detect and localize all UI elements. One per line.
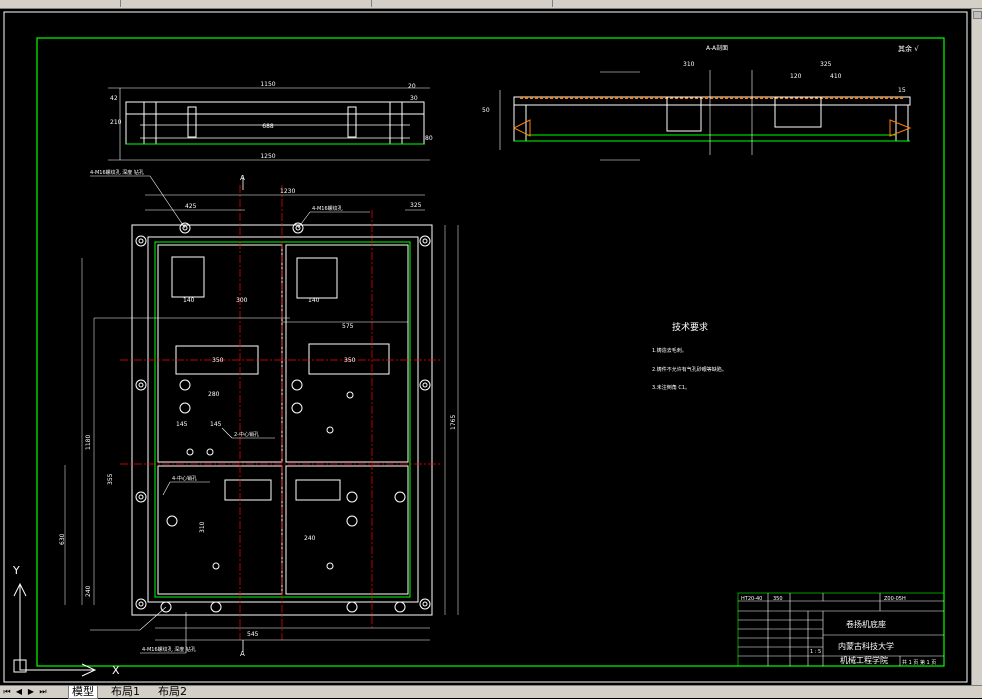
plan-dim-280: 280 [208,391,220,398]
section-dim-310: 310 [683,61,695,68]
plan-dim-145a: 145 [176,421,188,428]
plan-dim-300: 300 [236,297,248,304]
top-view [108,87,430,161]
plan-dim-240b: 240 [304,535,316,542]
tb-sheet: 共 1 页 第 1 页 [902,659,936,666]
next-tab-icon[interactable]: ▶ [27,687,35,696]
plan-dim-350b: 350 [344,357,356,364]
top-toolbar-strip [0,0,982,9]
plan-dim-325: 325 [410,202,422,209]
tab-model[interactable]: 模型 [68,686,98,699]
section-dim-325: 325 [820,61,832,68]
callout-2: 4-M16螺纹孔 [312,205,343,212]
plan-dim-140a: 140 [183,297,195,304]
callout-5: 4-M16螺纹孔 深度 钻孔 [142,646,196,653]
plan-dim-425: 425 [185,203,197,210]
plan-dim-140b: 140 [308,297,320,304]
top-dim-42: 42 [110,95,118,102]
tab-layout2[interactable]: 布局2 [158,685,187,698]
tb-school-1: 内蒙古科技大学 [838,641,894,651]
tab-layout1[interactable]: 布局1 [111,685,140,698]
section-mark-bottom: A [240,650,245,658]
tb-school-2: 机械工程学院 [840,655,888,665]
ucs-y-label: Y [12,564,20,577]
scroll-thumb[interactable] [973,11,982,19]
vertical-scrollbar[interactable] [971,9,982,685]
plan-dim-630: 630 [59,533,66,545]
roughness-note: 其余 √ [898,44,919,53]
callout-3: 2-中心销孔 [234,431,259,438]
plan-dim-545: 545 [247,631,259,638]
drawing-canvas[interactable]: 1150 1250 688 20 210 42 30 80 A-A剖面 325 … [0,9,982,685]
section-dim-15: 15 [898,87,906,94]
top-dim-210: 210 [110,119,122,126]
plan-dim-1230: 1230 [280,188,295,195]
toolbar-segment[interactable] [372,0,553,7]
plan-dim-350a: 350 [212,357,224,364]
ucs-icon [13,582,97,677]
section-mark-top: A [240,174,245,182]
drawing-frame [36,37,945,667]
tb-scale-ratio: 350 [773,596,783,602]
plan-dim-240: 240 [85,585,92,597]
plan-view [64,175,459,652]
layout-tabs-bar: ⏮ ◀ ▶ ⏭ 模型 布局1 布局2 [0,685,982,699]
tech-req-title: 技术要求 [672,321,708,333]
plan-dim-310: 310 [199,521,206,533]
toolbar-segment[interactable] [121,0,372,7]
ucs-x-label: X [112,664,120,677]
section-dim-410: 410 [830,73,842,80]
plan-dim-575: 575 [342,323,354,330]
tb-scale: 1 : 5 [810,649,821,655]
callout-4: 4-中心销孔 [172,475,197,482]
tb-part-name: 卷扬机底座 [846,619,886,629]
section-dim-120: 120 [790,73,802,80]
plan-dim-1180: 1180 [85,435,92,450]
section-dim-50: 50 [482,107,490,114]
top-dim-80: 80 [425,135,433,142]
top-dim-20: 20 [408,83,416,90]
tb-drawing-no: Z00-05H [884,596,906,602]
tech-req-item-2: 2.铸件不允许有气孔砂眼等缺陷。 [652,366,727,373]
section-title: A-A剖面 [706,44,728,52]
last-tab-icon[interactable]: ⏭ [39,687,47,696]
top-dim-30: 30 [410,95,418,102]
top-dim-1150: 1150 [260,81,275,88]
plan-dim-355: 355 [107,473,114,485]
plan-dim-1765: 1765 [450,415,457,430]
tech-req-item-3: 3.未注倒角 C1。 [652,384,690,391]
toolbar-segment[interactable] [0,0,121,7]
callout-1: 4-M16螺纹孔 深度 钻孔 [90,169,144,176]
tb-material: HT20-40 [741,596,762,602]
title-block [737,592,945,667]
tech-req-item-1: 1.铸造去毛刺。 [652,347,687,354]
plan-dim-145b: 145 [210,421,222,428]
first-tab-icon[interactable]: ⏮ [3,687,11,696]
top-dim-688: 688 [262,123,274,130]
prev-tab-icon[interactable]: ◀ [15,687,23,696]
top-dim-1250: 1250 [260,153,275,160]
section-view [499,70,912,161]
outer-sheet-border [3,11,968,683]
